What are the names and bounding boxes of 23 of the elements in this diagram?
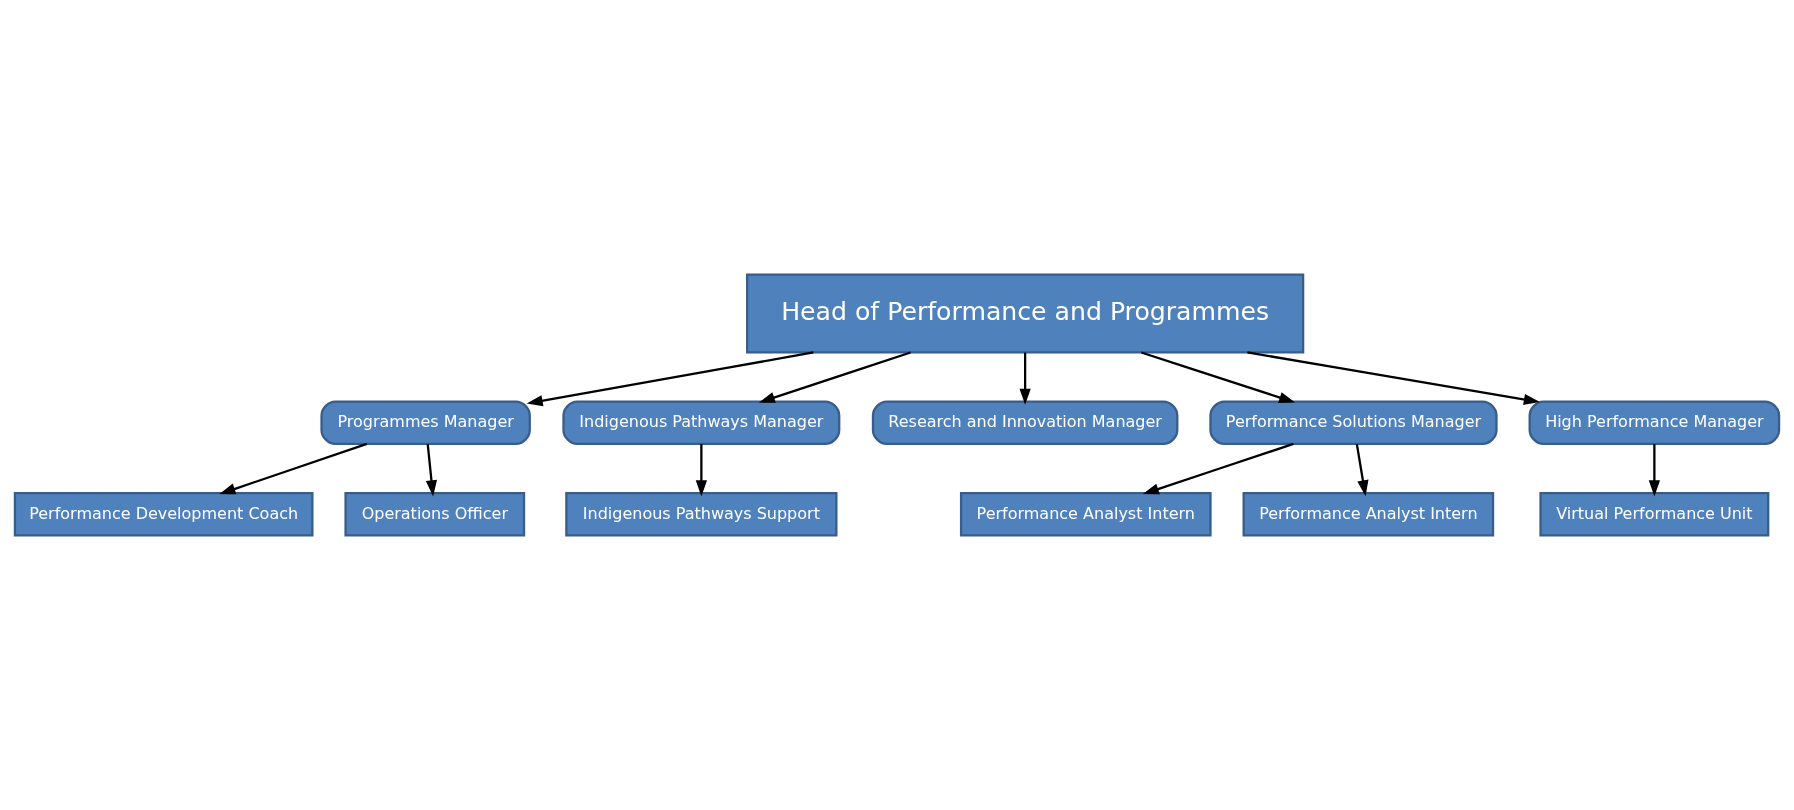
node-box: Performance Solutions Manager [1209, 400, 1498, 446]
arrow [1141, 351, 1296, 403]
arrow [758, 351, 911, 403]
node-box: Virtual Performance Unit [1539, 491, 1770, 537]
node-box: Programmes Manager [320, 400, 531, 446]
node-box: High Performance Manager [1528, 400, 1781, 446]
node-box: Operations Officer [344, 491, 526, 537]
arrow [219, 442, 368, 495]
node-box: Indigenous Pathways Manager [562, 400, 841, 446]
node-box: Head of Performance and Programmes [746, 273, 1305, 354]
arrow [1142, 442, 1294, 495]
arrow [1355, 443, 1369, 497]
node-box: Indigenous Pathways Support [565, 491, 838, 537]
arrow [695, 444, 707, 497]
node-box: Performance Analyst Intern [959, 491, 1212, 537]
arrow [1247, 351, 1540, 405]
node-box: Performance Development Coach [13, 491, 314, 537]
arrow [1019, 352, 1031, 405]
arrow [425, 444, 438, 497]
arrow [526, 351, 814, 407]
node-box: Performance Analyst Intern [1242, 491, 1495, 537]
node-box: Research and Innovation Manager [871, 400, 1179, 446]
arrow [1648, 444, 1660, 497]
